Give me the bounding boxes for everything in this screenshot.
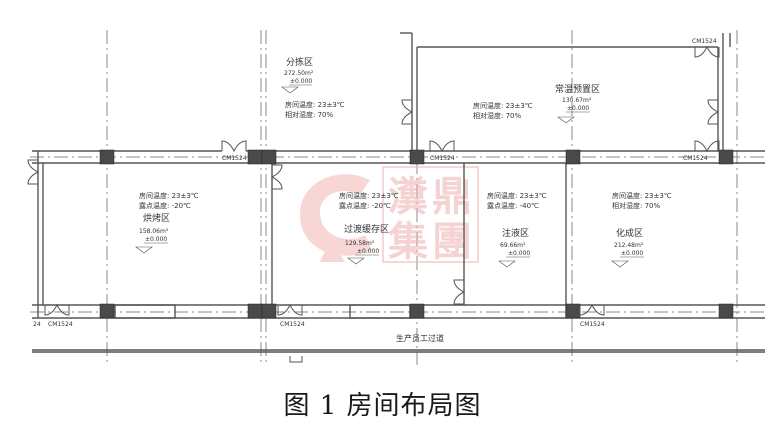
columns <box>99 149 734 319</box>
room-guodu: 房间温度: 23±3℃ 露点温度: -20℃ 过渡缓存区 129.58m² ±0… <box>339 191 399 265</box>
svg-text:CM1524: CM1524 <box>48 321 73 328</box>
watermark: 瀵 鼎 集 團 <box>300 166 479 265</box>
svg-text:常温预置区: 常温预置区 <box>555 83 600 95</box>
svg-text:露点温度: -20℃: 露点温度: -20℃ <box>339 201 391 210</box>
room-changwen: 常温预置区 130.67m² ±0.000 房间温度: 23±3℃ 相对湿度: … <box>473 83 600 124</box>
svg-text:CM1524: CM1524 <box>280 321 305 328</box>
floor-plan: 瀵 鼎 集 團 <box>27 30 765 365</box>
svg-text:CM1524: CM1524 <box>222 155 247 162</box>
svg-text:分拣区: 分拣区 <box>286 56 313 68</box>
svg-text:±0.000: ±0.000 <box>290 78 312 85</box>
svg-text:CM1524: CM1524 <box>580 321 605 328</box>
svg-text:±0.000: ±0.000 <box>567 105 589 112</box>
svg-text:CM1524: CM1524 <box>692 38 717 45</box>
room-huacheng: 房间温度: 23±3℃ 相对湿度: 70% 化成区 212.48m² ±0.00… <box>611 191 672 268</box>
svg-text:房间温度: 23±3℃: 房间温度: 23±3℃ <box>612 191 672 200</box>
svg-text:房间温度: 23±3℃: 房间温度: 23±3℃ <box>339 191 399 200</box>
svg-text:房间温度: 23±3℃: 房间温度: 23±3℃ <box>285 100 345 109</box>
svg-text:212.48m²: 212.48m² <box>614 242 644 249</box>
svg-text:69.66m²: 69.66m² <box>500 242 526 249</box>
room-honghe: 房间温度: 23±3℃ 露点温度: -20℃ 烘烤区 158.06m² ±0.0… <box>135 191 199 254</box>
svg-text:化成区: 化成区 <box>616 227 643 239</box>
svg-text:團: 團 <box>432 218 472 265</box>
svg-text:相对湿度: 70%: 相对湿度: 70% <box>285 110 333 119</box>
svg-text:鼎: 鼎 <box>432 173 472 220</box>
svg-text:烘烤区: 烘烤区 <box>143 212 170 224</box>
svg-text:相对湿度: 70%: 相对湿度: 70% <box>612 201 660 210</box>
svg-text:露点温度: -20℃: 露点温度: -20℃ <box>139 201 191 210</box>
svg-text:24: 24 <box>33 321 41 328</box>
svg-text:±0.000: ±0.000 <box>145 236 167 243</box>
svg-text:过渡缓存区: 过渡缓存区 <box>344 223 389 235</box>
door-labels: CM1524 CM1524 CM1524 CM1524 CM1524 24 CM… <box>33 38 717 328</box>
svg-text:158.06m²: 158.06m² <box>139 228 169 235</box>
svg-text:房间温度: 23±3℃: 房间温度: 23±3℃ <box>473 101 533 110</box>
room-zhuye: 房间温度: 23±3℃ 露点温度: -40℃ 注液区 69.66m² ±0.00… <box>487 191 547 268</box>
svg-text:±0.000: ±0.000 <box>508 250 530 257</box>
svg-text:相对湿度: 70%: 相对湿度: 70% <box>473 111 521 120</box>
svg-text:露点温度: -40℃: 露点温度: -40℃ <box>487 201 539 210</box>
svg-text:CM1524: CM1524 <box>430 155 455 162</box>
svg-text:129.58m²: 129.58m² <box>345 240 375 247</box>
svg-text:±0.000: ±0.000 <box>357 248 379 255</box>
svg-text:±0.000: ±0.000 <box>621 250 643 257</box>
svg-text:瀵: 瀵 <box>388 173 428 220</box>
svg-text:130.67m²: 130.67m² <box>562 97 592 104</box>
svg-text:房间温度: 23±3℃: 房间温度: 23±3℃ <box>487 191 547 200</box>
svg-text:CM1524: CM1524 <box>683 155 708 162</box>
room-fenjian: 分拣区 272.50m² ±0.000 房间温度: 23±3℃ 相对湿度: 70… <box>281 56 345 119</box>
svg-text:集: 集 <box>387 218 428 265</box>
doors <box>27 45 720 363</box>
svg-text:房间温度: 23±3℃: 房间温度: 23±3℃ <box>139 191 199 200</box>
svg-text:272.50m²: 272.50m² <box>284 70 314 77</box>
walls <box>32 32 765 353</box>
corridor-label: 生产员工过道 <box>396 333 444 343</box>
svg-text:注液区: 注液区 <box>502 227 529 239</box>
figure-caption: 图 1 房间布局图 <box>283 391 482 421</box>
